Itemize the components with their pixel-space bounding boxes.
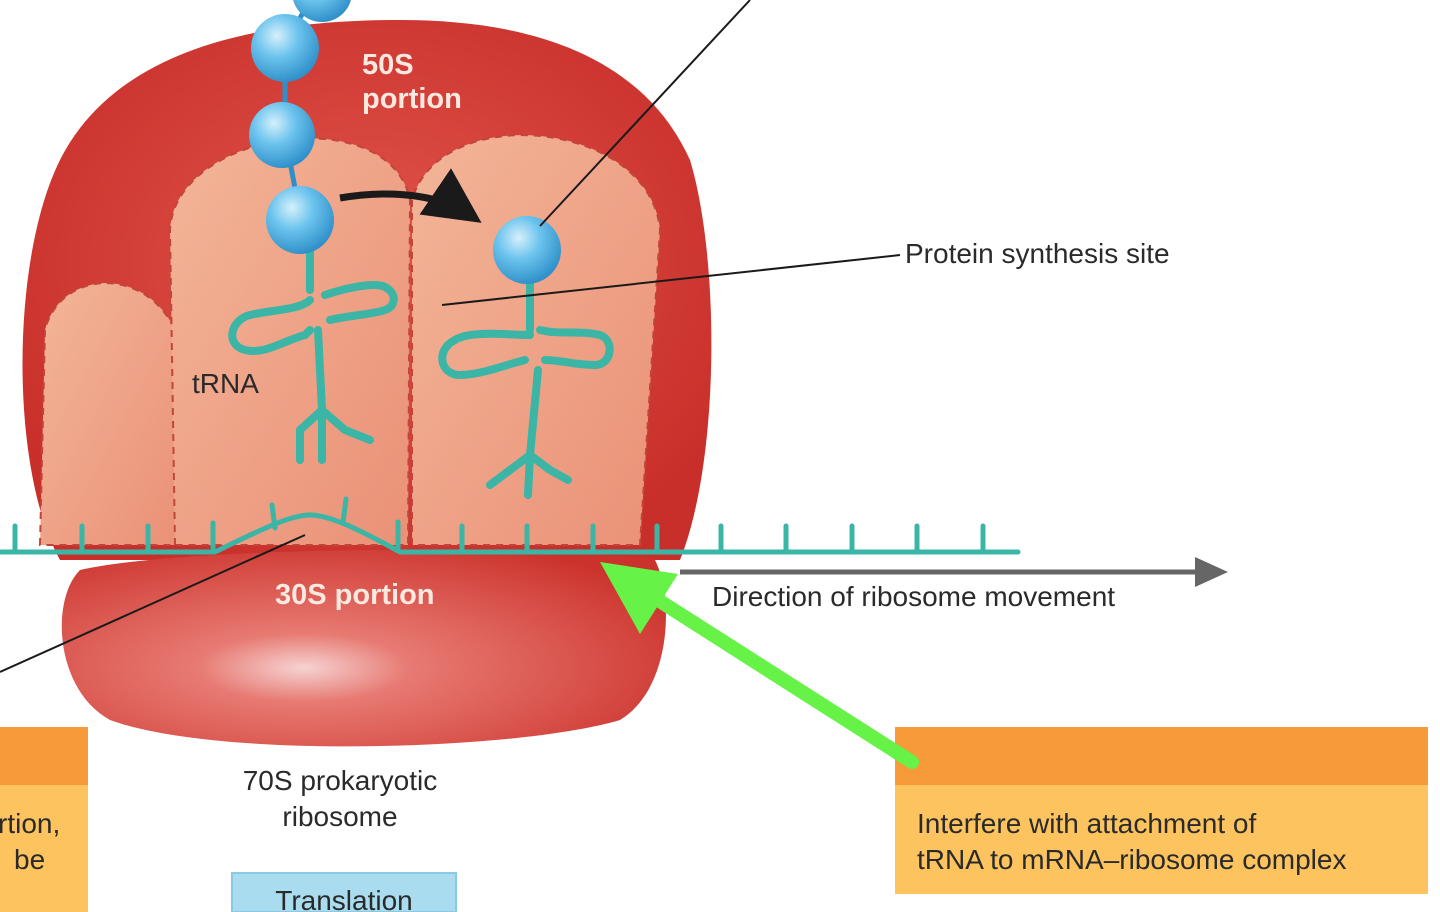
green-pointer-arrow: [648, 591, 919, 769]
amino-acid-bead: [493, 216, 561, 284]
left-box-text-line2: be: [14, 844, 45, 875]
right-box-text-line1: Interfere with attachment of: [917, 808, 1257, 839]
amino-acid-bead: [251, 14, 319, 82]
label-50s-line1: 50S: [362, 49, 414, 81]
label-ribosome-line2: ribosome: [282, 801, 397, 832]
right-box-header: [895, 727, 1428, 785]
label-30s: 30S portion: [275, 579, 435, 611]
leader-line-top: [539, 0, 751, 227]
translation-box: [231, 872, 457, 912]
left-box-body: [0, 785, 88, 912]
leader-line-protein-site: [441, 254, 901, 306]
label-direction: Direction of ribosome movement: [712, 581, 1115, 612]
label-protein-synthesis-site: Protein synthesis site: [905, 238, 1170, 269]
translation-label: Translation: [275, 885, 412, 912]
direction-arrow-head: [1195, 557, 1228, 587]
label-trna: tRNA: [192, 368, 259, 399]
leader-line-left: [0, 534, 306, 673]
label-ribosome-line1: 70S prokaryotic: [243, 765, 438, 796]
amino-acid-bead: [293, 0, 351, 22]
green-pointer-arrowhead: [600, 562, 678, 634]
trna-a-site: [438, 276, 614, 499]
amino-acid-bead: [266, 186, 334, 254]
mrna-strand: [0, 496, 1021, 555]
left-box-text-line1: rtion,: [0, 808, 60, 839]
peptide-transfer-arrow: [339, 168, 482, 223]
left-box-header: [0, 727, 88, 785]
right-box-body: [895, 785, 1428, 894]
small-subunit-30s: [61, 549, 666, 747]
amino-acid-bead: [249, 102, 315, 168]
site-compartment-left: [38, 282, 182, 546]
polypeptide-chain: [249, 0, 561, 284]
right-box-text-line2: tRNA to mRNA–ribosome complex: [917, 844, 1346, 875]
label-50s-line2: portion: [362, 83, 462, 115]
